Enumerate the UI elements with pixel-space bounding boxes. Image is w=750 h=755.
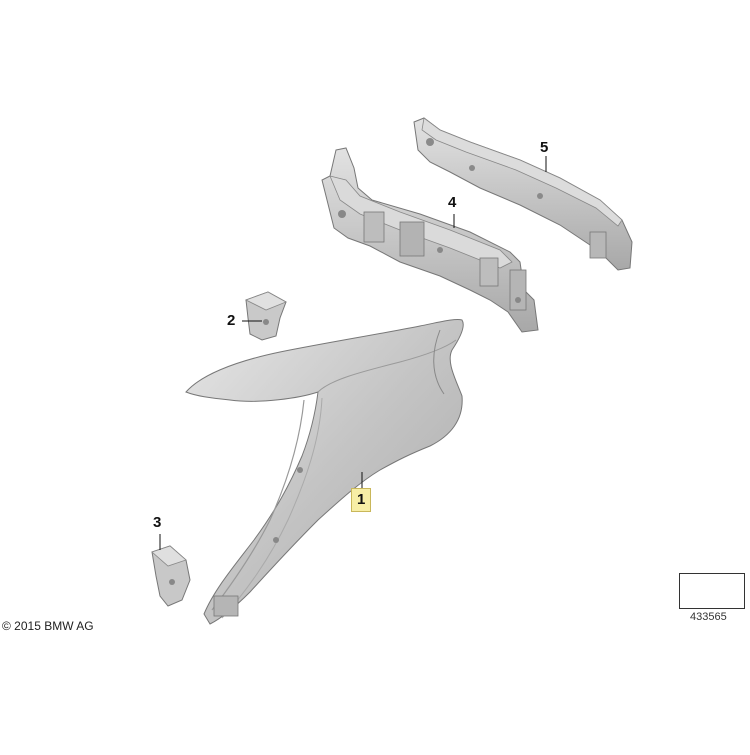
copyright-notice: © 2015 BMW AG	[2, 619, 94, 633]
part-3-lower-bracket	[151, 545, 191, 607]
image-number: 433565	[690, 611, 727, 623]
part-5-rear-panel-outer	[413, 117, 633, 271]
view-direction-legend-box	[679, 573, 745, 609]
part-4-rear-panel-inner	[321, 147, 539, 333]
leader-lines	[159, 156, 547, 550]
callout-2[interactable]: 2	[227, 312, 236, 329]
callout-3[interactable]: 3	[153, 514, 162, 531]
part-1-side-panel-rear	[185, 319, 464, 625]
part-2-small-bracket	[244, 291, 287, 341]
callout-4[interactable]: 4	[448, 194, 457, 211]
callout-1[interactable]: 1	[351, 488, 372, 512]
callout-5[interactable]: 5	[540, 139, 549, 156]
